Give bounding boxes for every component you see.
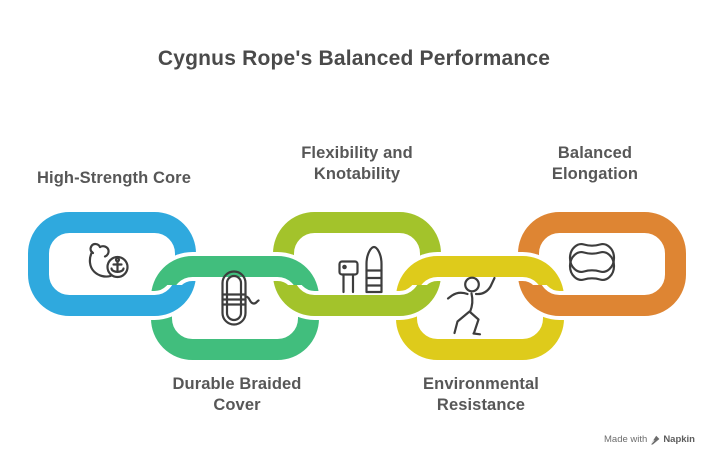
diagram-title: Cygnus Rope's Balanced Performance (157, 47, 551, 70)
link-label-high-strength-core: High-Strength Core (37, 169, 191, 187)
flexed-bicep-icon (88, 242, 129, 279)
link-label-durable-braided-cover: Durable Braided Cover (172, 375, 302, 414)
coiled-rope-icon (221, 270, 260, 326)
link-label-flexibility-knotability: Flexibility and Knotability (301, 144, 413, 183)
elongation-shape-icon (568, 243, 616, 281)
climbing-tools-icon (338, 245, 383, 294)
link-label-balanced-elongation: Balanced Elongation (551, 144, 639, 183)
watermark: Made with Napkin (604, 434, 695, 445)
napkin-pen-icon (650, 435, 660, 445)
watermark-text: Made with (604, 434, 648, 445)
active-person-icon (446, 276, 496, 336)
watermark-brand: Napkin (663, 434, 695, 445)
link-label-environmental-resistance: Environmental Resistance (423, 375, 539, 414)
